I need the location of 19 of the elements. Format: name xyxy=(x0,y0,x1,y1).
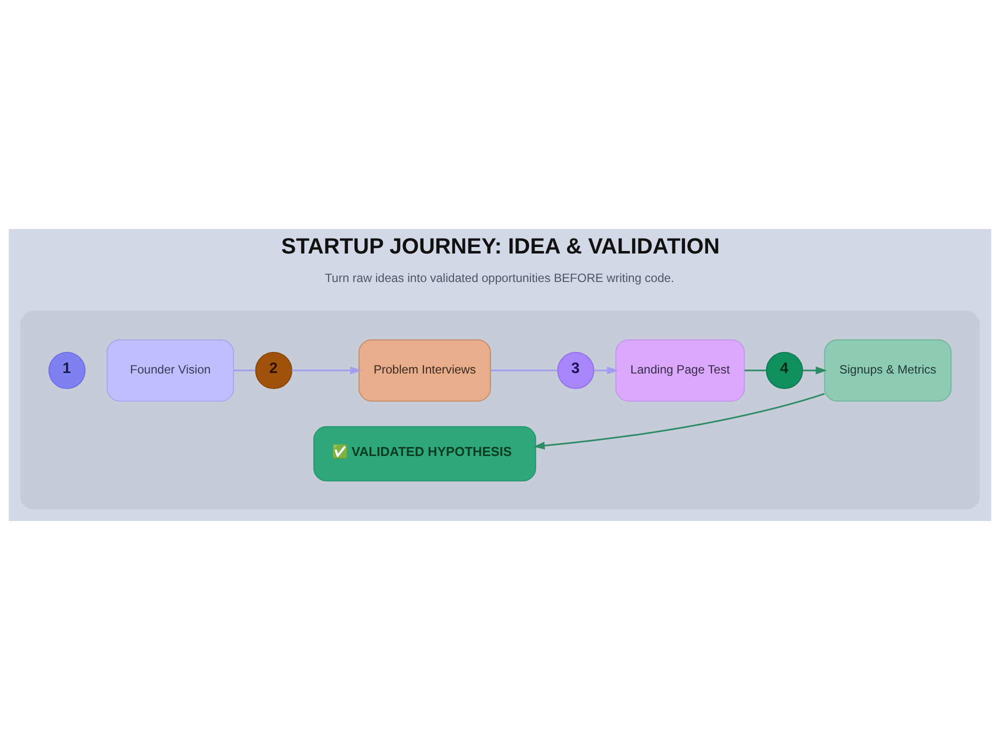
node-circle: 4 xyxy=(766,352,804,390)
caption: Turn raw ideas into validated opportunities BEFORE writing code. xyxy=(324,270,674,285)
arrow xyxy=(594,366,618,374)
arrow xyxy=(533,392,825,450)
cluster xyxy=(20,310,980,510)
connector xyxy=(744,370,766,372)
arrow xyxy=(802,366,827,374)
arrow xyxy=(292,366,362,374)
node-circle: 1 xyxy=(48,352,86,390)
node-box: ✅ VALIDATED HYPOTHESIS xyxy=(313,426,536,482)
connector xyxy=(234,370,256,372)
connector xyxy=(490,370,558,372)
node-box: Problem Interviews xyxy=(358,339,491,402)
node-box: Landing Page Test xyxy=(615,339,745,402)
node-circle: 2 xyxy=(255,352,292,390)
diagram-title: STARTUP JOURNEY: IDEA & VALIDATION xyxy=(281,234,720,259)
node-box: Signups & Metrics xyxy=(824,339,952,402)
node-box: Founder Vision xyxy=(106,339,234,402)
node-circle: 3 xyxy=(557,352,594,390)
